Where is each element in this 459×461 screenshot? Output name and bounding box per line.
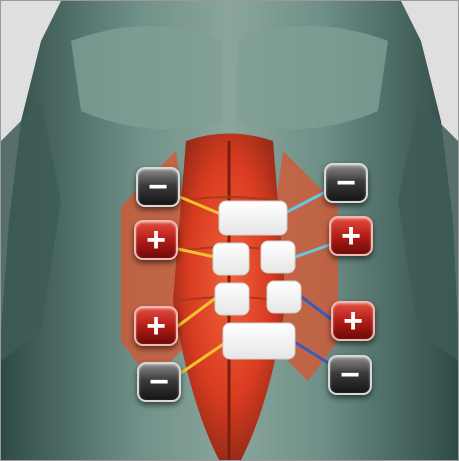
lower-right-pad	[267, 281, 301, 313]
lower-left-pad	[215, 283, 249, 315]
left-pectoral	[71, 26, 223, 129]
minus-sign: −	[148, 170, 168, 204]
plus-sign: +	[146, 223, 166, 257]
positive-terminal-mid-right: +	[329, 216, 373, 256]
positive-terminal-lower-left: +	[134, 306, 178, 346]
upper-right-pad	[261, 241, 295, 273]
minus-sign: −	[336, 166, 356, 200]
negative-terminal-upper-right: −	[324, 163, 368, 203]
top-pad	[219, 201, 287, 235]
minus-sign: −	[149, 365, 169, 399]
negative-terminal-bottom-right: −	[328, 355, 372, 395]
right-pectoral	[236, 26, 388, 129]
plus-sign: +	[341, 219, 361, 253]
negative-terminal-upper-left: −	[136, 167, 180, 207]
plus-sign: +	[146, 309, 166, 343]
upper-left-pad	[213, 243, 249, 275]
negative-terminal-bottom-left: −	[137, 362, 181, 402]
positive-terminal-mid-left: +	[134, 220, 178, 260]
plus-sign: +	[343, 304, 363, 338]
bottom-pad	[223, 323, 295, 359]
minus-sign: −	[340, 358, 360, 392]
positive-terminal-lower-right: +	[331, 301, 375, 341]
